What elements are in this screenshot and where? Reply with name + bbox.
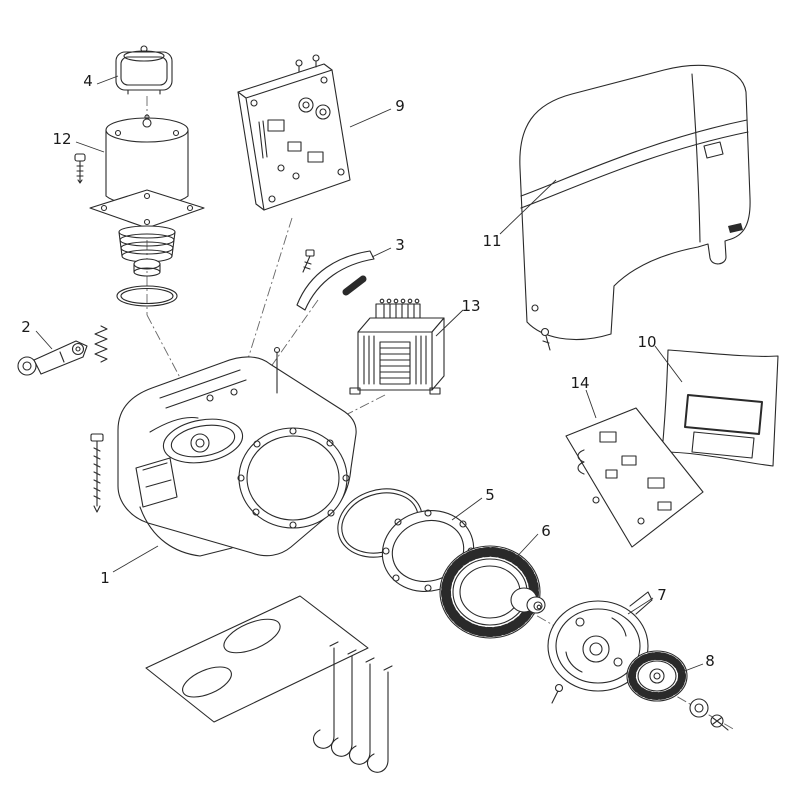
control-board-illustration: [565, 407, 704, 548]
o-ring-illustration: [116, 285, 178, 307]
screw-illustration: [74, 153, 86, 184]
part-label-5: 5: [485, 486, 495, 504]
cover-illustration: [519, 64, 751, 351]
part-label-14: 14: [570, 374, 589, 392]
part-label-12: 12: [52, 130, 71, 148]
transformer-illustration: [349, 298, 445, 395]
leader-lines: [35, 75, 704, 673]
part-label-13: 13: [461, 297, 480, 315]
part-label-1: 1: [100, 569, 110, 587]
part-label-2: 2: [21, 318, 31, 336]
control-unit-illustration: [237, 54, 351, 211]
release-lever-illustration: [17, 340, 88, 376]
long-bolt-illustration: [90, 433, 104, 513]
pinion-gear-illustration: [626, 650, 729, 731]
main-body-illustration: [117, 346, 357, 557]
part-label-10: 10: [637, 333, 656, 351]
bell-housing-illustration: [547, 591, 653, 704]
capacitor-illustration: [115, 45, 173, 95]
part-label-6: 6: [541, 522, 551, 540]
part-label-7: 7: [657, 586, 667, 604]
crown-gear-illustration: [439, 545, 546, 639]
curved-bracket-illustration: [296, 249, 375, 311]
part-label-8: 8: [705, 652, 715, 670]
part-label-3: 3: [395, 236, 405, 254]
label-sheet-illustration: [661, 349, 779, 467]
part-label-11: 11: [482, 232, 501, 250]
anchor-bolts-illustration: [312, 641, 393, 773]
spring-illustration: [94, 325, 108, 363]
part-label-4: 4: [83, 72, 93, 90]
part-label-9: 9: [395, 97, 405, 115]
motor-illustration: [89, 114, 205, 277]
part-labels: 1 2 3 4 5 6 7 8 9 10 11 12 13 14: [21, 72, 715, 670]
base-plate-illustration: [145, 595, 369, 723]
